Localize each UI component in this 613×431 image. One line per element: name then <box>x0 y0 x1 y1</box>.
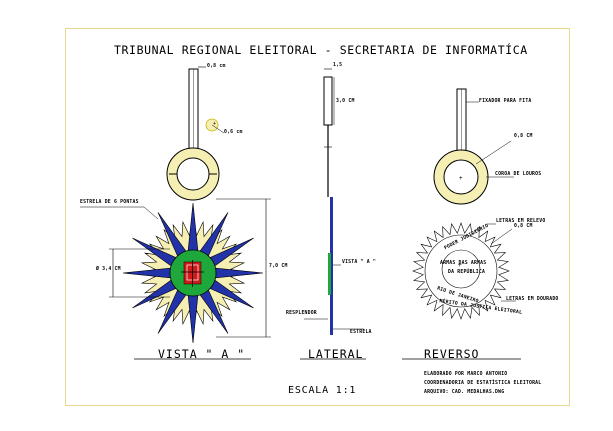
credit-line-3: ARQUIVO: CAD. MEDALHAS.DWG <box>424 390 505 395</box>
drawing-sheet: + <box>65 28 570 406</box>
side-vista-label: VISTA " A " <box>342 260 376 265</box>
svg-text:+: + <box>459 175 463 182</box>
side-length-label: 3,0 CM <box>336 99 355 104</box>
technical-drawing: + <box>80 66 521 360</box>
side-top-label: 1,5 <box>333 63 343 68</box>
side-estrela-label: ESTRELA <box>350 330 372 335</box>
front-height-label: 7,0 CM <box>269 264 288 269</box>
back-center-text-2: DA REPÚBLICA <box>448 270 486 275</box>
back-letras-dourado-label: LETRAS EM DOURADO <box>506 297 559 302</box>
front-hole-label: 0,6 cm <box>224 130 243 135</box>
view-label-side: LATERAL <box>308 347 364 361</box>
drawing-title: TRIBUNAL REGIONAL ELEITORAL - SECRETARIA… <box>114 43 528 57</box>
scale-label: ESCALA 1:1 <box>288 385 357 396</box>
back-ring-width-label: 0,8 CM <box>514 134 533 139</box>
back-center-circle <box>441 249 481 289</box>
side-star-edge <box>330 197 333 335</box>
back-disc-width-label: 0,8 CM <box>514 224 533 229</box>
side-disc-edge <box>328 253 331 295</box>
back-view: + + <box>402 88 521 360</box>
back-coroa-label: COROA DE LOUROS <box>495 172 542 177</box>
view-label-front: VISTA " A " <box>158 347 246 361</box>
svg-text:+: + <box>213 121 216 127</box>
back-center-text-1: ARMAS DAS ARMAS <box>440 261 487 266</box>
credit-line-1: ELABORADO POR MARCO ANTONIO <box>424 372 508 377</box>
front-width-label: 0,8 cm <box>207 64 226 69</box>
back-letras-relevo-label: LETRAS EM RELEVO <box>496 219 546 224</box>
view-label-back: REVERSO <box>424 347 480 361</box>
credit-line-2: COORDENADORIA DE ESTATÍSTICA ELEITORAL <box>424 381 542 386</box>
svg-text:+: + <box>458 262 462 269</box>
back-fixador-label: FIXADOR PARA FITA <box>479 99 532 104</box>
side-clasp <box>323 76 333 126</box>
side-view <box>300 68 366 360</box>
front-star-label: ESTRELA DE 6 PONTAS <box>80 200 139 205</box>
side-resplendor-label: RESPLENDOR <box>286 311 317 316</box>
front-diameter-label: Ø 3,4 CM <box>96 267 121 272</box>
front-view: + <box>80 66 271 360</box>
